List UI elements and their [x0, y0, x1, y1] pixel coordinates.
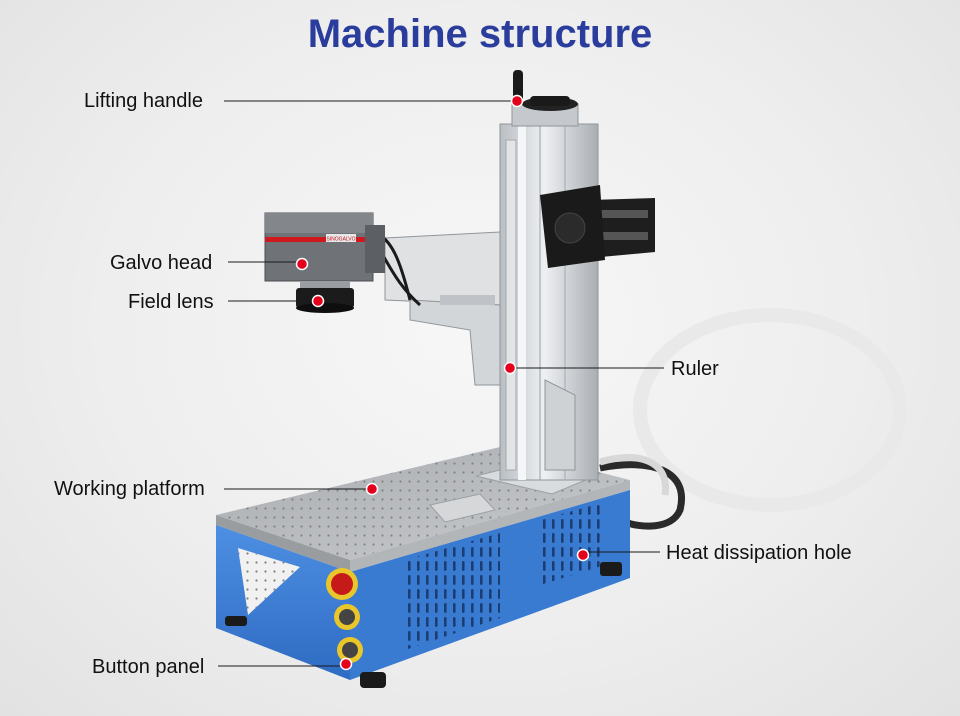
horizontal-arm: [384, 231, 501, 386]
marker-lifting-handle: [510, 94, 524, 108]
galvo-brand-text: SINOGALVO: [326, 237, 355, 243]
label-button-panel: Button panel: [92, 656, 205, 678]
marker-working-platform: [365, 482, 379, 496]
marker-heat-dissipation-hole: [576, 548, 590, 562]
label-working-platform: Working platform: [54, 478, 205, 500]
label-field-lens: Field lens: [128, 291, 214, 313]
marker-button-panel: [339, 657, 353, 671]
vent-group-1: [405, 533, 500, 650]
label-lifting-handle: Lifting handle: [84, 90, 203, 112]
vertical-column: [499, 123, 599, 481]
marker-ruler: [503, 361, 517, 375]
monitor-mount: [540, 185, 655, 268]
cable-black: [599, 461, 685, 530]
ruler-strip: [505, 139, 517, 471]
leader-lines: [218, 100, 664, 667]
page-title: Machine structure: [307, 12, 653, 56]
cable-white: [598, 453, 670, 496]
label-galvo-head: Galvo head: [110, 252, 213, 274]
label-heat-dissipation-hole: Heat dissipation hole: [666, 542, 852, 564]
field-lens: [296, 281, 354, 313]
watermark-ring: [633, 308, 907, 512]
button-panel: [326, 568, 363, 663]
label-ruler: Ruler: [671, 358, 719, 380]
marker-galvo-head: [295, 257, 309, 271]
vent-group-2: [540, 502, 605, 585]
marker-field-lens: [311, 294, 325, 308]
galvo-head: SINOGALVO: [264, 212, 385, 282]
